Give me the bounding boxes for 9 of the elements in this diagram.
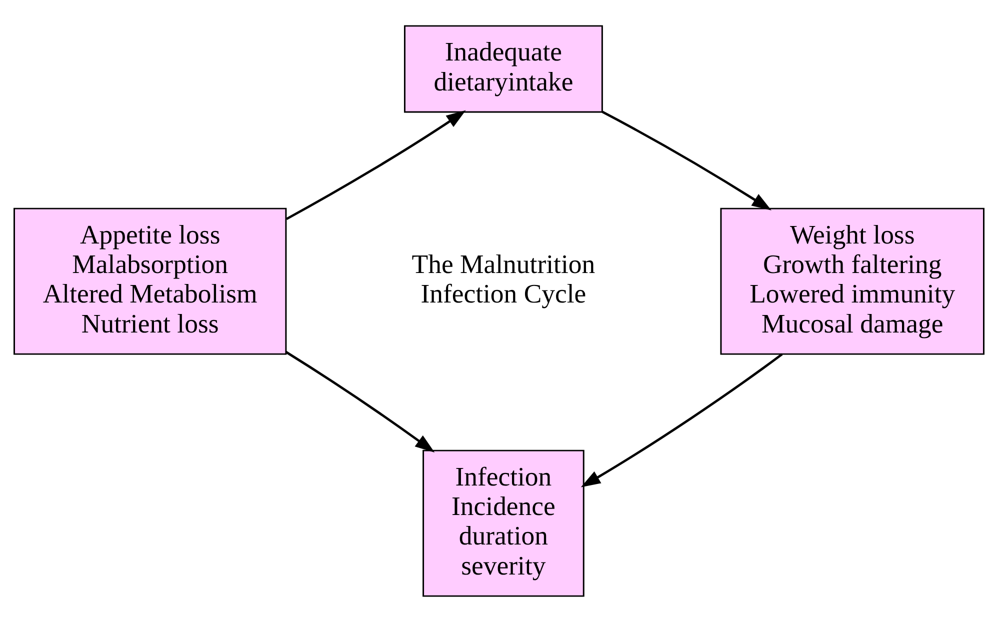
arrow [580, 353, 783, 488]
label: The Malnutrition Infection Cycle [412, 248, 596, 309]
arrow [286, 110, 466, 220]
arrow [285, 350, 435, 452]
node-box: Weight loss Growth faltering Lowered immunity Mucosal damage [720, 208, 984, 355]
arrow [602, 110, 772, 210]
node-box: Inadequate dietaryintake [404, 25, 603, 113]
node-box: Appetite loss Malabsorption Altered Metabolism Nutrient loss [14, 208, 287, 355]
node-box: Infection Incidence duration severity [422, 450, 584, 597]
